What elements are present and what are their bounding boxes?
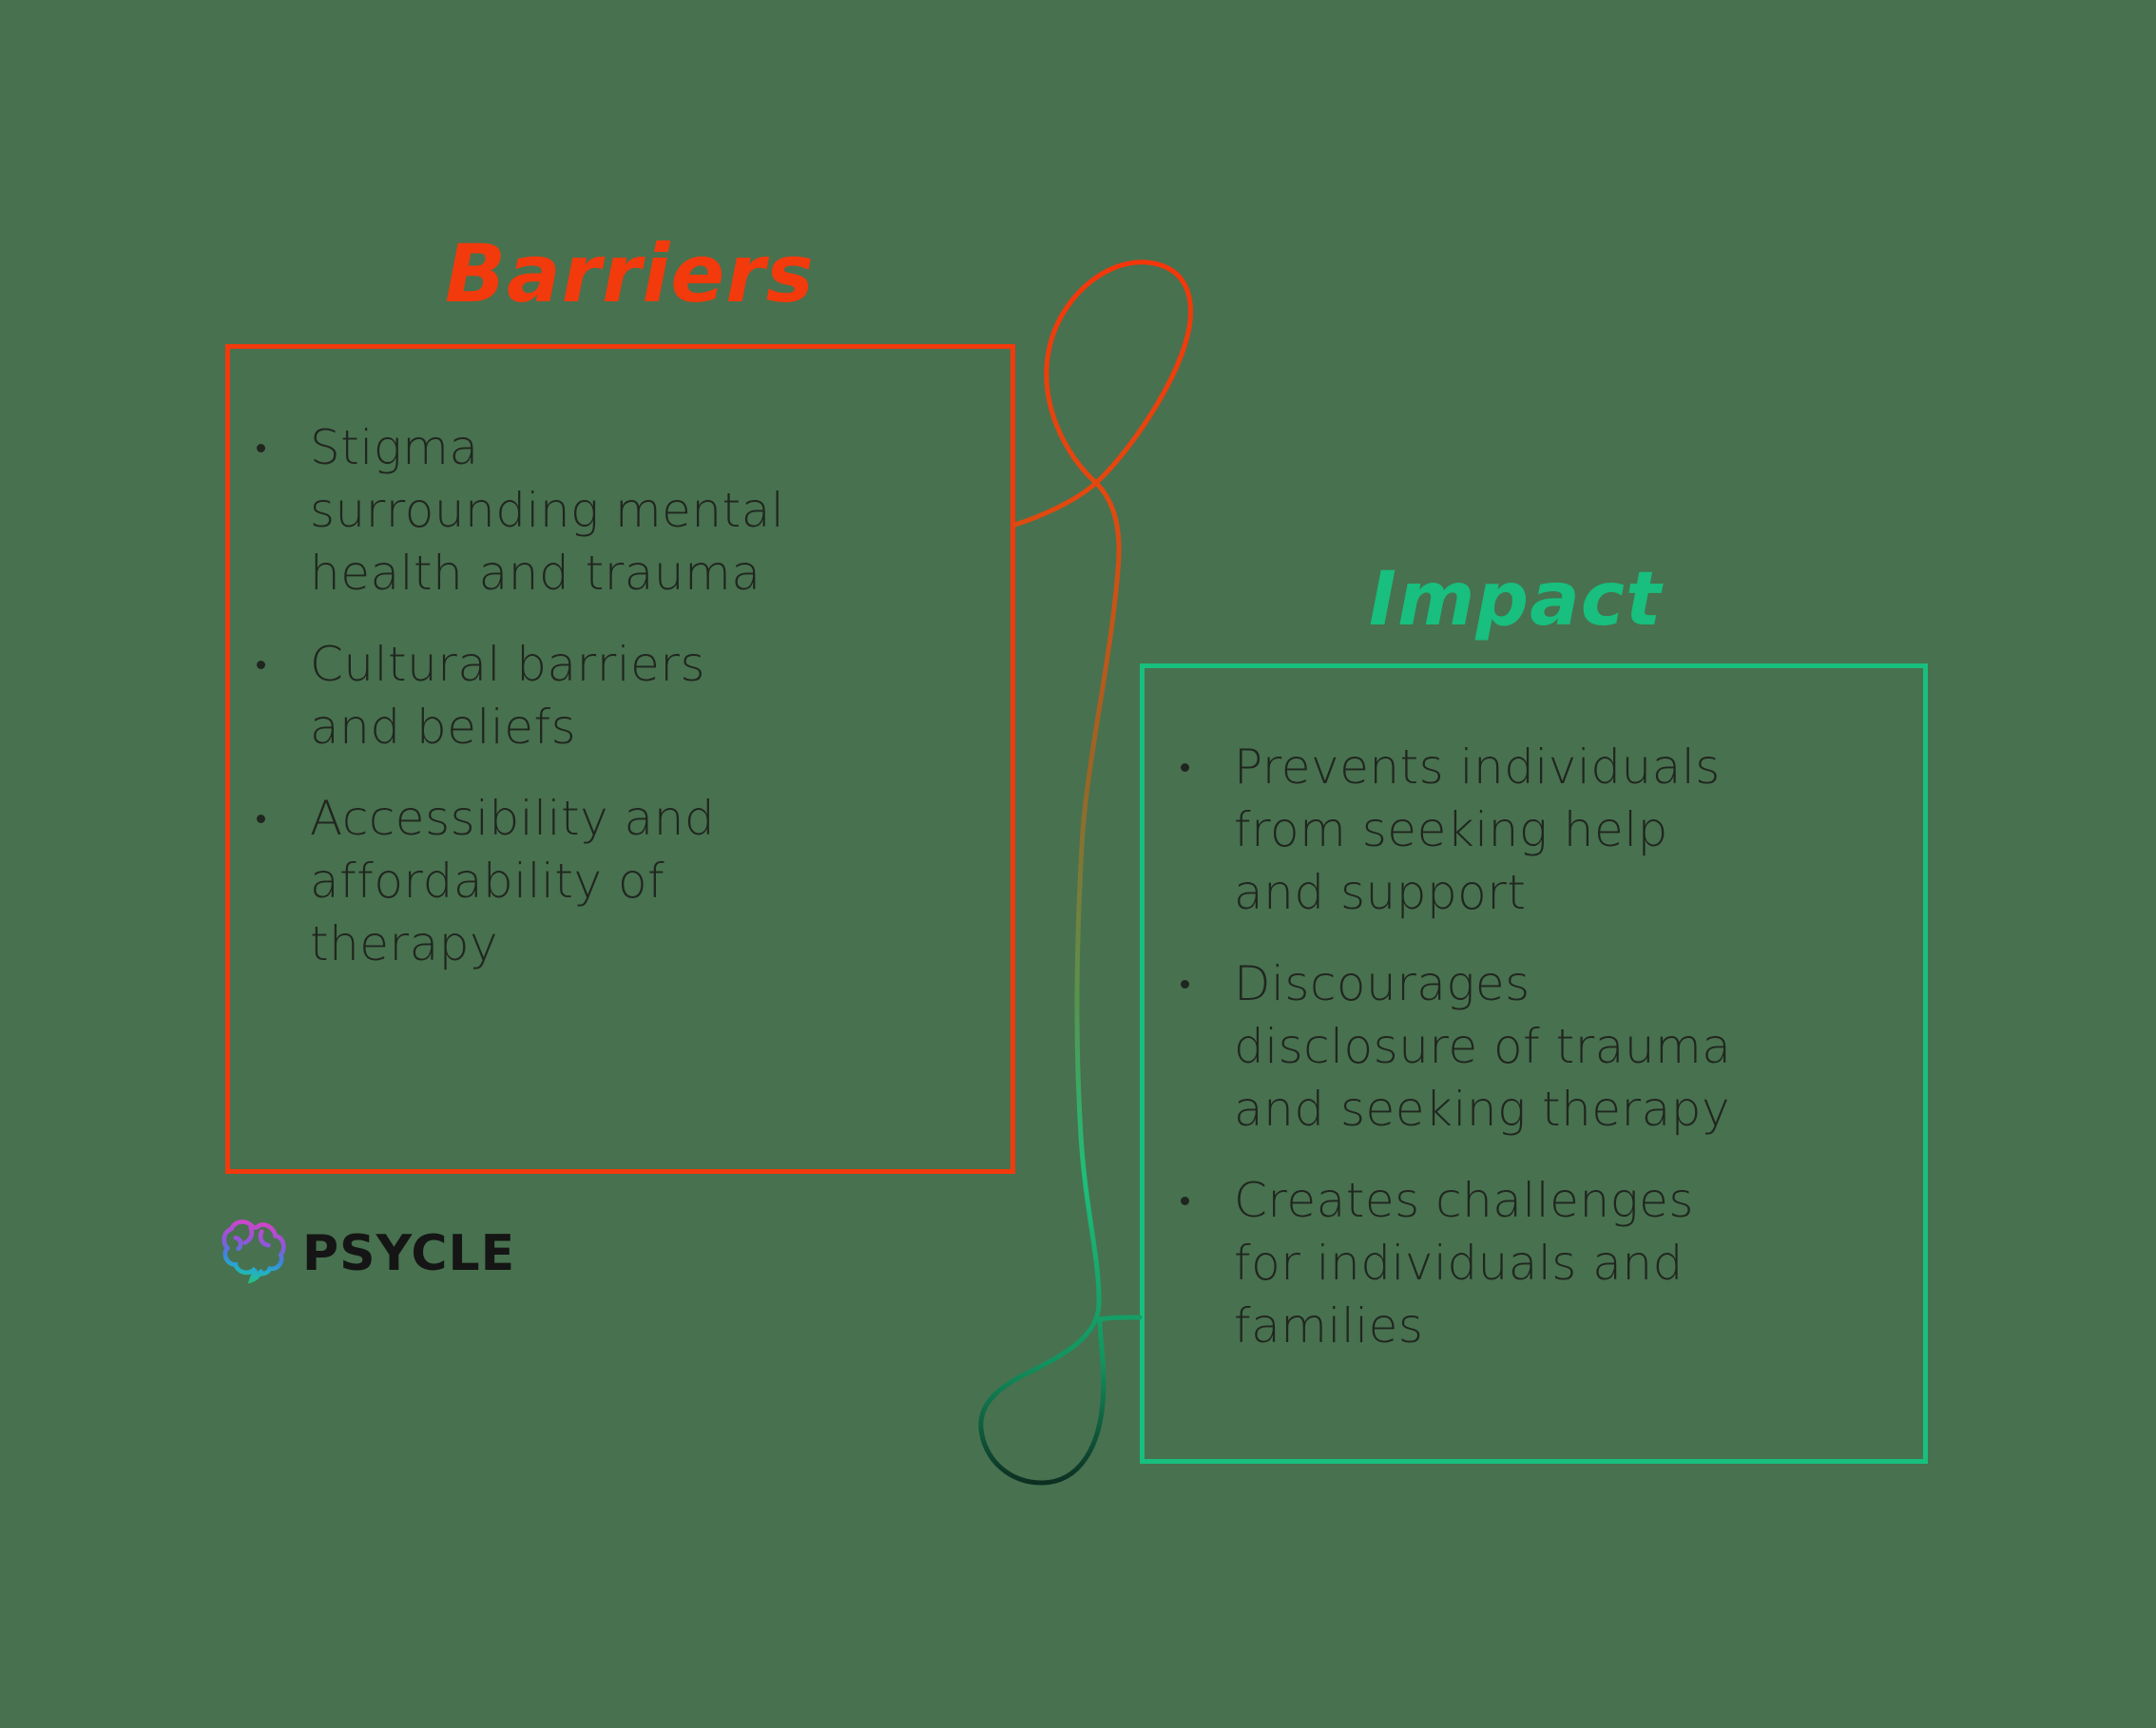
impact-item-text: Prevents individuals from seeking help a… <box>1234 739 1721 920</box>
list-item: Stigma surrounding mental health and tra… <box>253 416 975 605</box>
bullet-dot <box>1181 980 1189 989</box>
brain-icon <box>221 1219 286 1284</box>
bullet-dot <box>257 661 265 669</box>
bullet-dot <box>257 815 265 823</box>
bullet-dot <box>1181 763 1189 772</box>
bullet-dot <box>257 444 265 452</box>
list-item: Prevents individuals from seeking help a… <box>1177 736 1899 924</box>
barriers-item-text: Stigma surrounding mental health and tra… <box>310 420 785 601</box>
list-item: Accessibility and affordability of thera… <box>253 787 975 975</box>
barriers-title: Barriers <box>445 227 815 320</box>
psycle-logo-text: PSYCLE <box>302 1225 516 1282</box>
impact-item-text: Discourages disclosure of trauma and see… <box>1234 956 1732 1137</box>
bullet-dot <box>1181 1197 1189 1205</box>
barriers-item-text: Cultural barriers and beliefs <box>310 637 706 755</box>
barriers-list: Stigma surrounding mental health and tra… <box>253 416 975 1004</box>
psycle-logo: PSYCLE <box>221 1215 515 1287</box>
list-item: Cultural barriers and beliefs <box>253 633 975 758</box>
barriers-item-text: Accessibility and affordability of thera… <box>310 791 716 971</box>
list-item: Creates challenges for individuals and f… <box>1177 1169 1899 1357</box>
impact-list: Prevents individuals from seeking help a… <box>1177 736 1899 1386</box>
impact-title: Impact <box>1369 557 1663 643</box>
list-item: Discourages disclosure of trauma and see… <box>1177 952 1899 1141</box>
impact-item-text: Creates challenges for individuals and f… <box>1234 1173 1694 1354</box>
